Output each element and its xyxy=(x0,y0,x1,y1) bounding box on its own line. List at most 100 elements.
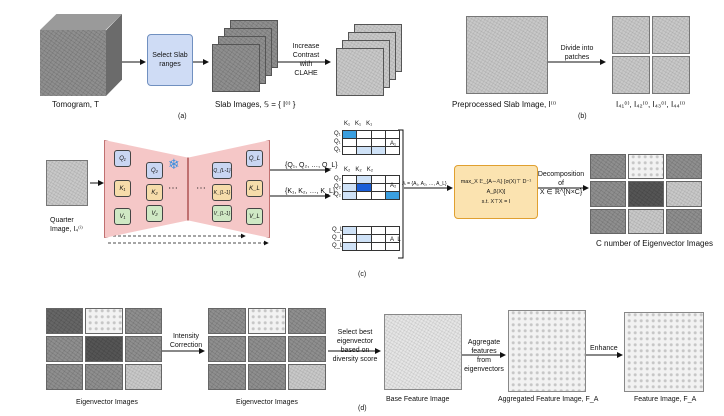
a2-label: A₂ xyxy=(390,183,397,189)
q-set-label: {Q₁, Q₂, …, Q_L} xyxy=(285,162,338,169)
token-k-l-minus-1: K_{L-1} xyxy=(212,184,232,201)
divide-label: Divide into patches xyxy=(555,44,599,62)
optimization-box: max_X 𝔼_{A∼𝔸} [σ(X)⊤ D⁻¹ A_β(X)] s.t. X⊤… xyxy=(454,165,538,219)
select-slab-text: Select Slab ranges xyxy=(152,52,188,68)
slab-image xyxy=(212,44,260,92)
aggregate-label: Aggregate features from eigenvectors xyxy=(462,338,506,374)
select-best-label: Select best eigenvector based on diversi… xyxy=(328,328,382,364)
clahe-label: Increase Contrast with CLAHE xyxy=(286,42,326,78)
preprocessed-slab-image xyxy=(466,16,548,94)
panel-b-caption: (b) xyxy=(578,113,587,120)
al-label: A_L xyxy=(390,237,401,243)
eigenvector-grid-d1 xyxy=(46,308,162,390)
token-ql: Q_L xyxy=(246,150,263,167)
enhance-label: Enhance xyxy=(590,345,618,352)
matrix2-row-labels: Q₂ Q₂ Q₂ xyxy=(334,176,341,198)
matrix2-row xyxy=(342,191,400,200)
panel-c-caption: (c) xyxy=(358,271,367,278)
token-vl: V_L xyxy=(246,208,263,225)
token-v-l-minus-1: V_{L-1} xyxy=(212,205,232,222)
preprocessed-label: Preprocessed Slab Image, I⁽ⁱ⁾ xyxy=(452,100,557,109)
k-set-label: {K₁, K₂, …, K_L} xyxy=(285,188,336,195)
decomp-line-2: of xyxy=(558,180,564,187)
bracket-matrices xyxy=(398,129,404,259)
ellipsis-mid: ⋯ xyxy=(168,183,178,194)
a1-label: A₁ xyxy=(390,141,397,147)
eigen-tile xyxy=(628,208,664,234)
patch-1 xyxy=(612,16,650,54)
matrix1-row-labels: Q₁ Q₁ Q₁ xyxy=(334,131,341,153)
select-line-2: eigenvector xyxy=(336,338,374,345)
eigenvector-grid-c xyxy=(590,154,702,234)
eigen-tile xyxy=(288,364,326,390)
eigen-tile xyxy=(85,308,123,334)
matrix1-row xyxy=(342,146,400,155)
base-feature-image xyxy=(384,314,462,390)
select-line-4: diversity score xyxy=(332,356,378,363)
aggregate-line-1: Aggregate xyxy=(467,339,501,346)
eigen-images-label-1: Eigenvector Images xyxy=(76,399,138,406)
decomp-line-3: X ∈ ℝ^{N×C} xyxy=(539,189,583,196)
token-k2: K₂ xyxy=(146,184,163,201)
token-q1: Q₁ xyxy=(114,150,131,167)
eigen-tile xyxy=(208,364,246,390)
matrix3-row xyxy=(342,242,400,251)
eigen-tile xyxy=(46,308,84,334)
patch-3 xyxy=(612,56,650,94)
eigen-tile xyxy=(590,208,626,234)
eigen-tile xyxy=(590,154,626,180)
decomp-line-1: Decomposition xyxy=(537,171,585,178)
intensity-line-1: Intensity xyxy=(172,333,200,340)
eigen-count-label: C number of Eigenvector Images xyxy=(596,239,713,248)
cube-front-face xyxy=(40,30,106,96)
eigen-tile xyxy=(248,308,286,334)
eigen-tile xyxy=(248,364,286,390)
optimization-objective: max_X 𝔼_{A∼𝔸} [σ(X)⊤ D⁻¹ A_β(X)] xyxy=(460,179,532,195)
cube-top-face xyxy=(40,14,122,30)
aggregated-feature-image xyxy=(508,310,586,392)
quarter-line-1: Quarter xyxy=(50,217,74,224)
select-line-3: based on xyxy=(340,347,370,354)
token-kl: K_L xyxy=(246,180,263,197)
decomposition-label: Decomposition of X ∈ ℝ^{N×C} xyxy=(536,170,586,197)
eigen-tile xyxy=(628,181,664,207)
matrix2-header: K₂ K₂ K₂ xyxy=(344,167,374,173)
panel-d-caption: (d) xyxy=(358,405,367,412)
eigen-tile xyxy=(124,308,162,334)
select-slab-box: Select Slab ranges xyxy=(147,34,193,86)
eigen-tile xyxy=(85,336,123,362)
aggregate-line-3: from xyxy=(477,357,491,364)
feature-image-label: Feature Image, F_A xyxy=(634,396,697,403)
eigen-tile xyxy=(666,208,702,234)
eigen-tile xyxy=(46,364,84,390)
eigen-tile xyxy=(85,364,123,390)
eigen-tile xyxy=(628,154,664,180)
quarter-image xyxy=(46,160,88,206)
clahe-line-1: Increase xyxy=(292,43,320,50)
tomogram-cube xyxy=(40,14,122,96)
eigen-tile xyxy=(666,181,702,207)
divide-line-2: patches xyxy=(564,54,590,61)
snowflake-icon: ❄ xyxy=(168,156,180,172)
patch-4 xyxy=(652,56,690,94)
divide-line-1: Divide into xyxy=(560,45,594,52)
eigen-tile xyxy=(248,336,286,362)
clahe-line-3: with xyxy=(299,61,313,68)
token-q2: Q₂ xyxy=(146,162,163,179)
eigen-tile xyxy=(666,154,702,180)
optimization-constraint: s.t. X⊤X = I xyxy=(481,199,511,205)
eigen-tile xyxy=(124,336,162,362)
clahe-line-4: CLAHE xyxy=(294,70,318,77)
aggregate-line-4: eigenvectors xyxy=(464,366,504,373)
slab-image-enhanced xyxy=(336,48,384,96)
clahe-line-2: Contrast xyxy=(292,52,320,59)
eigen-tile xyxy=(46,336,84,362)
eigen-tile xyxy=(288,336,326,362)
eigen-tile xyxy=(124,364,162,390)
eigen-tile xyxy=(208,336,246,362)
eigenvector-grid-d2 xyxy=(208,308,326,390)
panel-a-caption: (a) xyxy=(178,113,187,120)
tomogram-label: Tomogram, T xyxy=(52,100,99,109)
ellipsis-right: ⋯ xyxy=(196,183,206,194)
